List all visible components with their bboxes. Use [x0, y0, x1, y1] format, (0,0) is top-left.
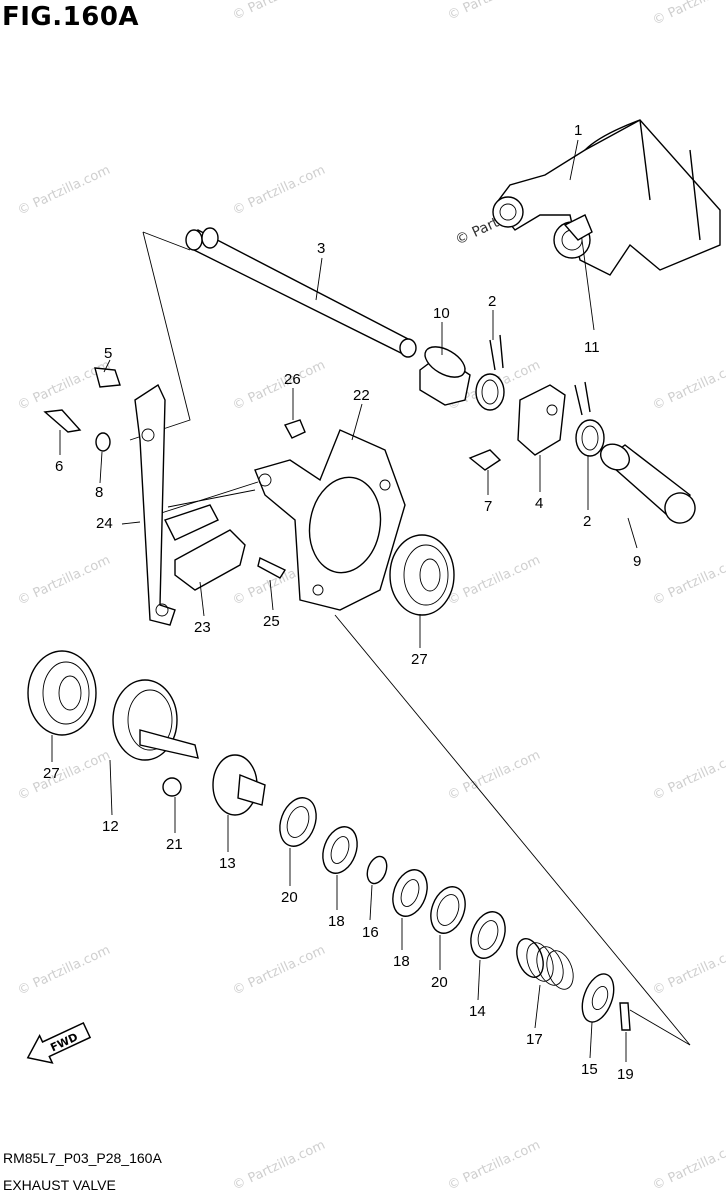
- bracket-part-22: [254, 429, 406, 611]
- watermark: © Partzilla.com: [230, 0, 327, 24]
- callout-6: 6: [55, 458, 63, 475]
- collar-part-9: [599, 443, 696, 524]
- callout-11: 11: [584, 339, 600, 356]
- callout-22: 22: [353, 387, 370, 404]
- callout-23: 23: [194, 619, 211, 636]
- callout-9: 9: [633, 553, 641, 570]
- bolts: [43, 214, 593, 579]
- watermark: © Partzilla.com: [650, 358, 726, 414]
- callout-21: 21: [166, 836, 183, 853]
- callout-10: 10: [433, 305, 450, 322]
- callout-7: 7: [484, 498, 492, 515]
- callout-4: 4: [535, 495, 543, 512]
- shaft-part-3: [185, 227, 417, 358]
- spring-part-2: [475, 334, 605, 457]
- callout-12: 12: [102, 818, 119, 835]
- figure-title: FIG.160A: [2, 2, 140, 32]
- callout-17: 17: [526, 1031, 543, 1048]
- leader-lines: [51, 139, 638, 1062]
- callout-24: 24: [96, 515, 113, 532]
- watermark: © Partzilla.com: [650, 1138, 726, 1194]
- callout-13: 13: [219, 855, 236, 872]
- figure-code: RM85L7_P03_P28_160A: [3, 1150, 162, 1166]
- callout-16: 16: [362, 924, 379, 941]
- callout-2: 2: [488, 293, 496, 310]
- callout-3: 3: [317, 240, 325, 257]
- watermark: © Partzilla.com: [15, 163, 112, 219]
- callout-1: 1: [574, 122, 582, 139]
- watermark: © Partzilla.com: [650, 748, 726, 804]
- plate-part-15: [581, 973, 615, 1023]
- watermark: © Partzilla.com: [445, 0, 542, 24]
- callout-20: 20: [281, 889, 298, 906]
- pin-part-19: [619, 1002, 631, 1031]
- watermark: © Partzilla.com: [650, 943, 726, 999]
- callout-2b: 2: [583, 513, 591, 530]
- watermark: © Partzilla.com: [230, 358, 327, 414]
- gear-shaft-part-12: [112, 679, 199, 761]
- bushing-part-10: [419, 346, 471, 406]
- callout-27: 27: [411, 651, 428, 668]
- watermark: © Partzilla.com: [445, 748, 542, 804]
- bearing-part-27: [27, 534, 455, 736]
- watermark: © Partzilla.com: [650, 553, 726, 609]
- watermark: © Partzilla.com: [15, 748, 112, 804]
- callout-27b: 27: [43, 765, 60, 782]
- callout-labels: 1 3 10 2 5 6 8 26 22 7 4 11 2 9 24 23 25…: [43, 122, 641, 1083]
- watermark: © Partzilla.com: [15, 943, 112, 999]
- callout-26: 26: [284, 371, 301, 388]
- watermark: © Partzilla.com: [650, 0, 726, 29]
- watermark: © Partzilla.com: [230, 1138, 327, 1194]
- lever-part-4: [517, 384, 566, 456]
- cylinder-part: [492, 119, 721, 276]
- watermark: © Partzilla.com: [15, 553, 112, 609]
- bracket-part-23: [164, 504, 246, 591]
- callout-19: 19: [617, 1066, 634, 1083]
- link-rod-part-24: [134, 383, 176, 626]
- callout-20b: 20: [431, 974, 448, 991]
- callout-15: 15: [581, 1061, 598, 1078]
- callout-18b: 18: [393, 953, 410, 970]
- cap-part-13: [212, 754, 266, 816]
- coil-spring-part-17: [516, 938, 574, 990]
- callout-5: 5: [104, 345, 112, 362]
- watermark: © Partzilla.com: [230, 163, 327, 219]
- ball-part-21: [162, 777, 182, 797]
- washer-stack: [279, 797, 506, 959]
- figure-name: EXHAUST VALVE: [3, 1177, 116, 1193]
- callout-18: 18: [328, 913, 345, 930]
- watermark: © Partzilla.com: [15, 358, 112, 414]
- watermark: © Partzilla.com: [230, 943, 327, 999]
- fwd-arrow-icon: FWD: [26, 1021, 92, 1064]
- callout-8: 8: [95, 484, 103, 501]
- callout-14: 14: [469, 1003, 486, 1020]
- callout-25: 25: [263, 613, 280, 630]
- watermark: © Partzilla.com: [445, 553, 542, 609]
- watermark: © Partzilla.com: [445, 1138, 542, 1194]
